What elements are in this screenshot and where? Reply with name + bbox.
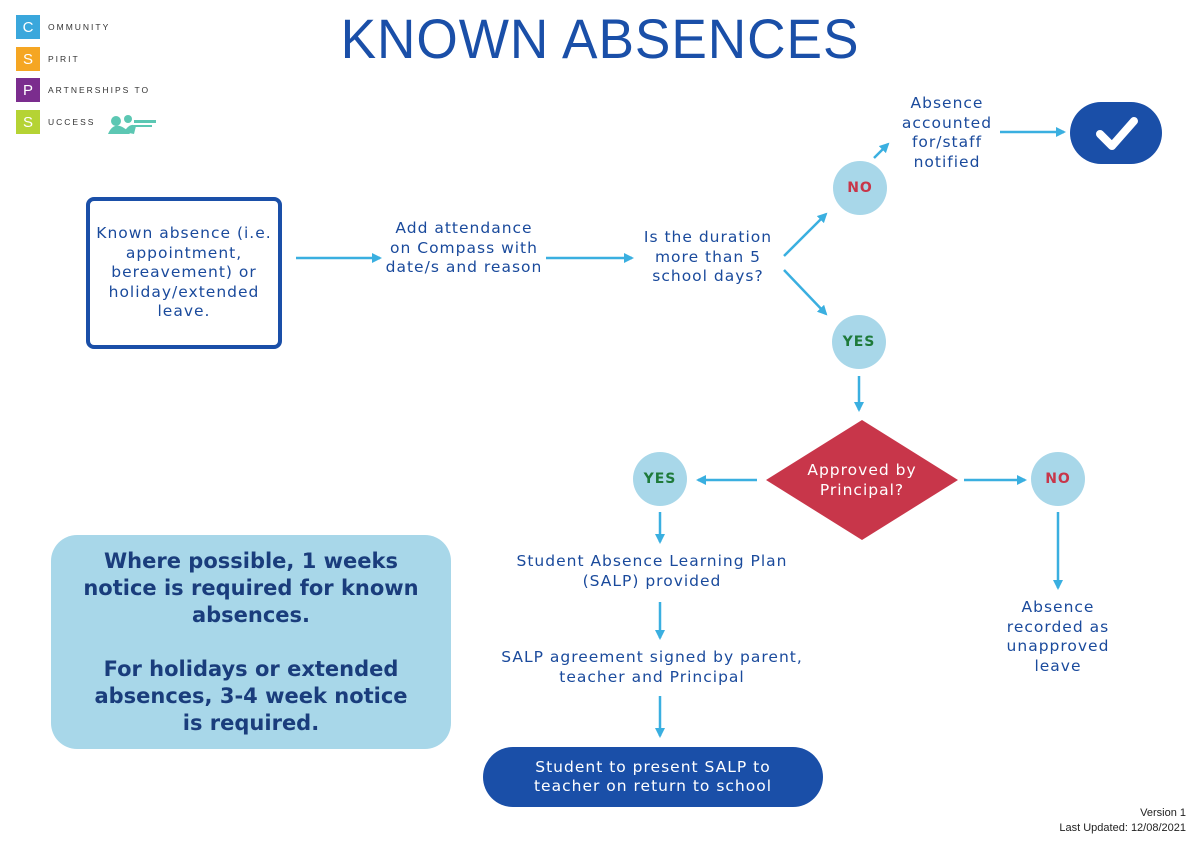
notice-note: Where possible, 1 weeks notice is requir… bbox=[51, 535, 451, 749]
checkmark-icon bbox=[1096, 117, 1138, 150]
no-label: NO bbox=[847, 180, 873, 196]
final-step-pill: Student to present SALP to teacher on re… bbox=[483, 747, 823, 807]
logo-letter: S bbox=[16, 47, 40, 71]
no-label: NO bbox=[1045, 471, 1071, 487]
add-attendance-step: Add attendance on Compass with date/s an… bbox=[385, 219, 543, 276]
start-text: Known absence (i.e. appointment, bereave… bbox=[96, 224, 272, 321]
logo-word: UCCESS bbox=[48, 117, 96, 127]
yes-label: YES bbox=[643, 471, 677, 487]
checkmark-badge bbox=[1070, 102, 1162, 164]
logo-letter: P bbox=[16, 78, 40, 102]
logo-row-success: S UCCESS bbox=[16, 110, 95, 134]
yes-circle-duration: YES bbox=[832, 315, 886, 369]
school-logo-icon bbox=[108, 115, 156, 134]
yes-circle-approved: YES bbox=[633, 452, 687, 506]
arrow-question-to-yes bbox=[783, 269, 828, 316]
logo-row-community: C OMMUNITY bbox=[16, 15, 110, 39]
logo-word: PIRIT bbox=[48, 54, 80, 64]
no-circle-approved: NO bbox=[1031, 452, 1085, 506]
approved-question: Approved by Principal? bbox=[807, 461, 917, 499]
arrow-question-to-no bbox=[783, 212, 828, 257]
absence-accounted: Absence accounted for/staff notified bbox=[901, 94, 993, 171]
logo-word: OMMUNITY bbox=[48, 22, 111, 32]
logo-letter: S bbox=[16, 110, 40, 134]
page-title: KNOWN ABSENCES bbox=[340, 7, 860, 70]
logo-row-spirit: S PIRIT bbox=[16, 47, 80, 71]
footer: Version 1 Last Updated: 12/08/2021 bbox=[1059, 806, 1186, 836]
final-step-text: Student to present SALP to teacher on re… bbox=[533, 757, 773, 796]
version-text: Version 1 bbox=[1140, 807, 1186, 819]
arrow-no-to-accounted bbox=[873, 142, 890, 159]
salp-signed: SALP agreement signed by parent, teacher… bbox=[501, 648, 803, 686]
unapproved-leave: Absence recorded as unapproved leave bbox=[1006, 598, 1110, 675]
duration-question: Is the duration more than 5 school days? bbox=[643, 228, 773, 285]
notice-line-2: For holidays or extended absences, 3-4 w… bbox=[94, 656, 408, 735]
start-box: Known absence (i.e. appointment, bereave… bbox=[86, 197, 282, 349]
yes-label: YES bbox=[842, 334, 876, 350]
salp-provided: Student Absence Learning Plan (SALP) pro… bbox=[516, 552, 788, 590]
logo-word: ARTNERSHIPS TO bbox=[48, 85, 151, 95]
last-updated-text: Last Updated: 12/08/2021 bbox=[1059, 822, 1186, 834]
logo-row-partnerships: P ARTNERSHIPS TO bbox=[16, 78, 150, 102]
approved-diamond bbox=[766, 420, 958, 540]
no-circle-duration: NO bbox=[833, 161, 887, 215]
logo-letter: C bbox=[16, 15, 40, 39]
notice-line-1: Where possible, 1 weeks notice is requir… bbox=[83, 548, 419, 627]
